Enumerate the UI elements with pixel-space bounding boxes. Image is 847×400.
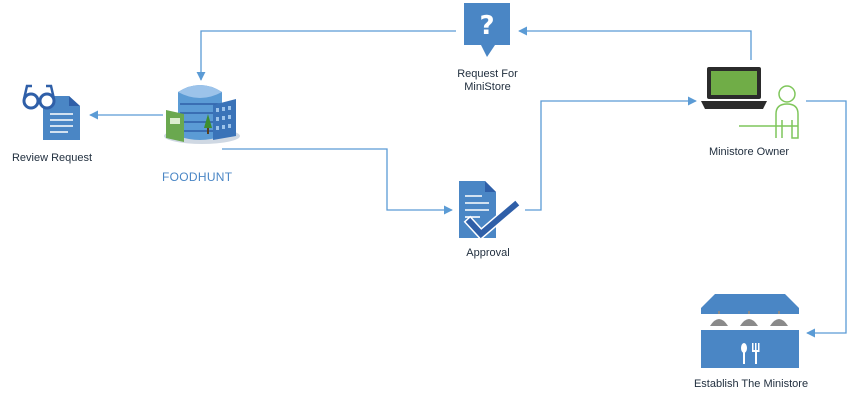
laptop-user-icon (701, 67, 799, 139)
request-label: Request For MiniStore (440, 68, 535, 94)
request-label-line1: Request For (457, 68, 518, 80)
connector-foodhunt-to-approval (222, 148, 453, 215)
question-speech-bubble-icon: ? (464, 3, 510, 57)
svg-text:?: ? (479, 11, 494, 41)
connector-request-to-foodhunt (196, 30, 456, 81)
connector-owner-to-establish (806, 100, 847, 338)
approval-label: Approval (466, 247, 510, 259)
establish-ministore-label: Establish The Ministore (693, 378, 809, 390)
connector-owner-to-request (518, 26, 752, 60)
office-building-icon (164, 85, 240, 144)
glasses-document-icon (22, 84, 80, 140)
store-front-icon (701, 294, 799, 368)
request-label-line2: MiniStore (464, 81, 511, 93)
ministore-owner-label: Ministore Owner (708, 146, 790, 158)
review-request-label: Review Request (11, 152, 93, 164)
foodhunt-label: FOODHUNT (162, 170, 233, 184)
connector-approval-to-owner (525, 96, 697, 211)
document-checkmark-icon (459, 181, 522, 241)
